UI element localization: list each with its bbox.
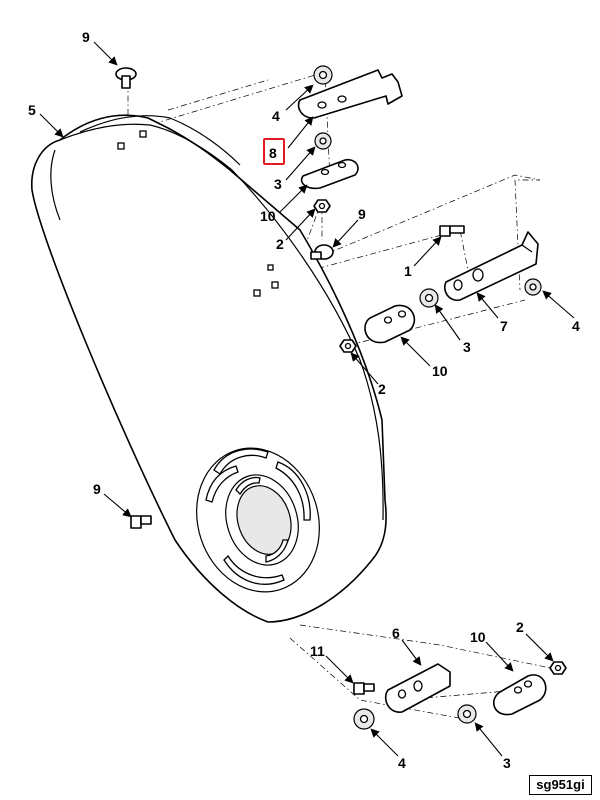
callout-9-mid: 9 <box>358 206 366 222</box>
callout-11: 11 <box>310 643 325 659</box>
carriage-bolt-top <box>115 67 137 89</box>
callout-3-top: 3 <box>274 176 282 192</box>
callout-1: 1 <box>404 263 412 279</box>
lock-washer-bottom-right <box>457 704 477 724</box>
callout-10-bot: 10 <box>470 629 486 645</box>
hex-bolt-bottom <box>353 682 375 695</box>
bracket-right <box>444 231 539 301</box>
callout-4-bot: 4 <box>398 755 406 771</box>
callout-6: 6 <box>392 625 400 641</box>
hex-bolt-right <box>439 225 465 237</box>
figure-id-label: sg951gi <box>529 775 592 795</box>
callout-3-mid: 3 <box>463 339 471 355</box>
lock-washer-top <box>313 65 333 85</box>
callout-9-left: 9 <box>93 481 101 497</box>
leader-lines <box>39 41 575 757</box>
callout-highlight-box <box>263 138 285 165</box>
hex-nut-bottom <box>549 661 567 675</box>
bracket-bottom <box>384 663 451 713</box>
lock-washer-center <box>419 288 439 308</box>
callout-4-top: 4 <box>272 108 280 124</box>
bracket-top <box>297 69 403 119</box>
callout-2-top: 2 <box>276 236 284 252</box>
callout-8: 8 <box>269 145 277 161</box>
hex-nut-mid <box>339 339 357 353</box>
vent-grille <box>196 447 320 593</box>
lock-washer-mid-top <box>314 132 332 150</box>
lock-washer-bottom-left <box>353 708 375 730</box>
callout-2-bot: 2 <box>516 619 524 635</box>
spacer-plate-bottom <box>492 674 547 716</box>
lock-washer-right <box>524 278 542 296</box>
callout-10-mid: 10 <box>432 363 448 379</box>
callout-10-top: 10 <box>260 208 276 224</box>
spacer-plate-top <box>300 158 359 190</box>
hex-nut-top <box>313 199 331 213</box>
carriage-bolt-left <box>130 515 152 529</box>
callout-5: 5 <box>28 102 36 118</box>
spacer-plate-mid <box>364 304 416 344</box>
callout-7: 7 <box>500 318 508 334</box>
callout-2-mid: 2 <box>378 381 386 397</box>
callout-labels: 9 5 4 8 3 10 2 9 1 4 7 3 10 2 9 11 6 10 … <box>28 29 580 771</box>
callout-3-bot: 3 <box>503 755 511 771</box>
callout-9-top: 9 <box>82 29 90 45</box>
carriage-bolt-mid <box>310 244 334 260</box>
callout-4-right: 4 <box>572 318 580 334</box>
belt-guard-cover <box>31 114 387 623</box>
